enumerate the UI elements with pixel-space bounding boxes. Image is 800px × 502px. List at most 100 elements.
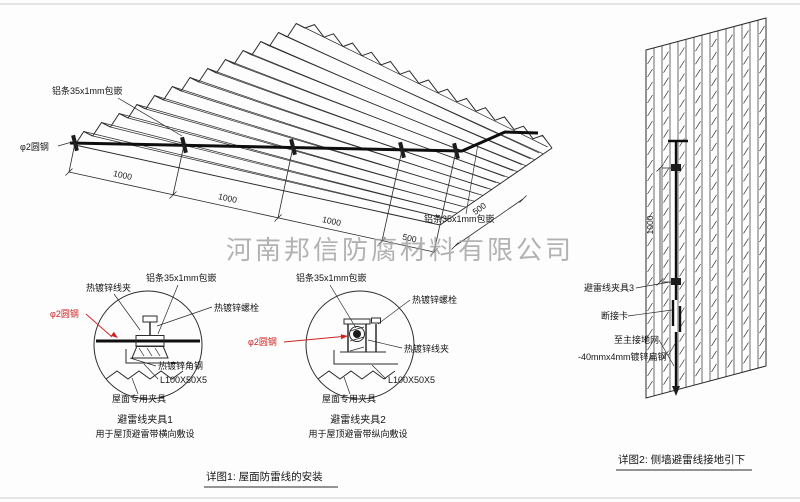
- wall-hatch-line: [711, 363, 717, 373]
- wall-hatch-line: [759, 246, 765, 256]
- red-arrowhead: [110, 331, 118, 338]
- alu-strip-wrap: [349, 326, 365, 342]
- roof-sheet-section: [105, 370, 184, 380]
- wall-hatch-line: [647, 302, 653, 312]
- dim-label-1000-3: 1000: [321, 214, 342, 228]
- wall-hatch-line: [679, 60, 685, 69]
- wall-hatch-line: [663, 168, 669, 177]
- lightning-wire: [69, 130, 539, 153]
- wall-hatch-line: [695, 238, 701, 247]
- wall-hatch-line: [647, 367, 653, 377]
- wall-hatch-line: [759, 220, 765, 230]
- wall-hatch-line: [679, 203, 685, 212]
- roof-sheet-section: [317, 370, 396, 380]
- wall-hatch-line: [711, 103, 717, 113]
- wall-hatch-line: [679, 268, 685, 277]
- wall-hatch-line: [663, 155, 669, 164]
- wall-hatch-line: [743, 160, 749, 169]
- label-angle-size: L100X50X5: [388, 375, 435, 385]
- wall-hatch-line: [663, 350, 669, 359]
- wall-hatch-line: [759, 285, 765, 295]
- label-flat-steel: -40mmx4mm镀锌扁钢: [578, 351, 667, 362]
- round-steel-section: [353, 330, 361, 338]
- hatch-line: [349, 326, 365, 332]
- corrugation-line: [92, 135, 449, 220]
- leader-line: [157, 284, 179, 335]
- red-leader-line: [283, 335, 349, 343]
- leader-line: [635, 281, 671, 289]
- label-roof-clamp: 屋面专用夹具: [112, 393, 166, 404]
- wall-hatch-line: [727, 346, 733, 355]
- wall-hatch-line: [727, 320, 733, 329]
- detail-circle: [93, 290, 203, 400]
- corrugation-line: [172, 86, 488, 189]
- red-arrowhead: [340, 334, 348, 340]
- wall-hatch-line: [647, 250, 653, 260]
- wall-hatch-line: [743, 225, 749, 234]
- wall-hatch-line: [663, 181, 669, 190]
- wall-hatch-line: [711, 298, 717, 308]
- wall-hatch-line: [743, 173, 749, 182]
- dimension-tick: [65, 168, 73, 176]
- wall-hatch-line: [695, 303, 701, 312]
- dimension-tick: [430, 248, 438, 256]
- wall-hatch-line: [695, 134, 701, 143]
- extension-line: [381, 149, 403, 242]
- wall-clamp-mark: [671, 278, 681, 285]
- wall-hatch-line: [679, 216, 685, 225]
- corrugation-line: [189, 77, 497, 183]
- label-wall-clamp3: 避雷线夹具3: [584, 282, 634, 293]
- detail2-caption: 详图2: 侧墙避雷线接地引下: [618, 453, 745, 466]
- wall-hatch-line: [727, 34, 733, 43]
- wall-hatch-line: [663, 142, 669, 151]
- wall-hatch-line: [679, 346, 685, 355]
- wall-hatch-line: [647, 81, 653, 91]
- wall-hatch-line: [759, 233, 765, 243]
- hatch-line: [138, 347, 145, 357]
- roof-isometric-view: 1000 1000 1000 500 500 铝条35x1mm包嵌 φ2圆钢 铝…: [20, 22, 553, 256]
- wall-hatch-line: [647, 55, 653, 65]
- wall-hatch-line: [743, 316, 749, 325]
- wall-hatch-line: [679, 99, 685, 108]
- wall-hatch-line: [711, 77, 717, 87]
- wall-hatch-line: [743, 186, 749, 195]
- wall-hatch-line: [711, 259, 717, 269]
- wall-hatch-line: [727, 255, 733, 264]
- dimension-tick: [451, 242, 459, 250]
- wall-hatch-line: [695, 355, 701, 364]
- angle-steel: [125, 349, 184, 364]
- wall-hatch-line: [647, 289, 653, 299]
- wall-hatch-line: [711, 285, 717, 295]
- wall-hatch-line: [711, 272, 717, 282]
- wall-hatch-line: [711, 51, 717, 61]
- wall-hatch-line: [663, 272, 669, 281]
- wall-hatch-line: [727, 216, 733, 225]
- bolt-nut: [371, 317, 381, 324]
- wall-hatch-line: [759, 272, 765, 282]
- wall-hatch-line: [647, 315, 653, 325]
- wall-hatch-line: [743, 199, 749, 208]
- dim-label-1000-wall: 1000: [645, 215, 655, 234]
- wall-hatch-line: [679, 177, 685, 186]
- detail-circle: [305, 290, 415, 400]
- wall-hatch-line: [663, 129, 669, 138]
- clamp2-subtitle: 用于屋顶避雷带纵向敷设: [308, 428, 407, 439]
- wall-hatch-line: [727, 268, 733, 277]
- wall-hatch-line: [663, 77, 669, 86]
- wall-hatch-line: [679, 372, 685, 381]
- wall-hatch-line: [679, 333, 685, 342]
- wall-hatch-line: [759, 168, 765, 178]
- wall-hatch-line: [743, 82, 749, 91]
- dim-label-1000-2: 1000: [217, 191, 238, 205]
- dimension-line-right: [454, 198, 524, 247]
- wall-hatch-line: [695, 147, 701, 156]
- wall-elevation: 1000 避雷线夹具3 断接卡 至主接地网 -40mmx4mm镀锌扁钢: [578, 17, 767, 399]
- wall-hatch-line: [711, 116, 717, 126]
- wall-hatch-line: [679, 229, 685, 238]
- leader-line: [131, 377, 139, 395]
- corrugation-line: [207, 68, 505, 177]
- label-alu-strip: 铝条35x1mm包嵌: [296, 272, 367, 283]
- wall-hatch-line: [695, 56, 701, 65]
- wall-hatch-line: [759, 181, 765, 191]
- clamp2-title: 避雷线夹具2: [330, 413, 386, 426]
